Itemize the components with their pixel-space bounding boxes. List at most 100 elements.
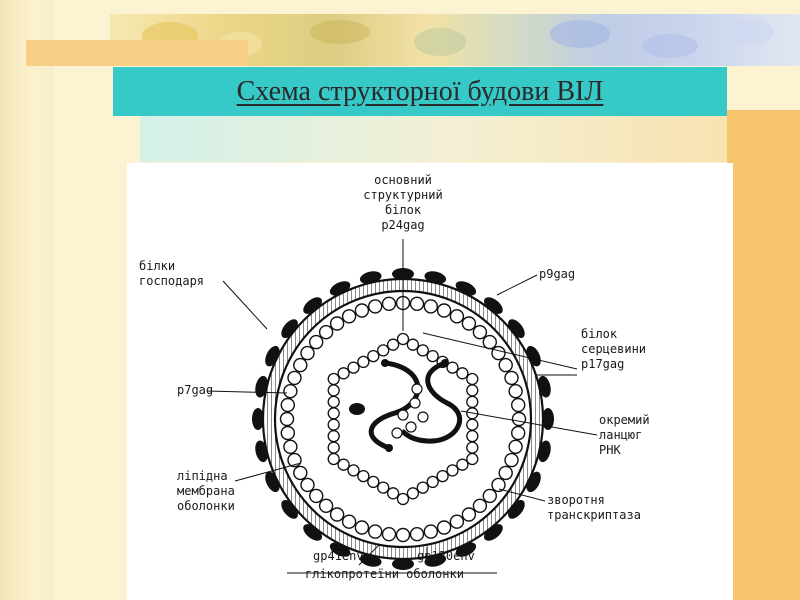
- capsid-bead: [386, 487, 400, 500]
- label-glycoproteins: глікопротеїни оболонки: [305, 567, 464, 581]
- matrix-bead: [308, 334, 324, 350]
- matrix-bead: [436, 520, 452, 535]
- capsid-bead: [327, 384, 340, 397]
- capsid-bead: [466, 395, 479, 409]
- capsid-bead: [466, 418, 479, 431]
- capsid-bead: [406, 338, 420, 351]
- glycoprotein-knobs: [252, 268, 554, 570]
- matrix-bead: [300, 477, 315, 493]
- orange-accent-block: [727, 110, 800, 600]
- glycoprotein-knob: [508, 500, 525, 519]
- matrix-bead: [308, 488, 324, 504]
- glycoprotein-knob: [538, 375, 551, 398]
- glycoprotein-knob: [542, 408, 554, 430]
- capsid-bead: [416, 481, 429, 494]
- matrix-bead: [329, 507, 345, 522]
- glycoprotein-knob: [526, 471, 541, 493]
- capsid-bead: [327, 452, 340, 466]
- capsid-hexagon: [327, 332, 479, 506]
- matrix-bead: [283, 439, 298, 454]
- label-host-proteins: білки господаря: [139, 259, 205, 288]
- matrix-bead: [504, 452, 519, 468]
- glycoprotein-knob: [252, 408, 264, 430]
- hiv-virion-drawing: [206, 239, 598, 574]
- capsid-bead: [456, 367, 469, 380]
- capsid-bead: [416, 344, 429, 357]
- matrix-bead: [482, 334, 497, 350]
- matrix-bead: [508, 439, 523, 454]
- label-p7: p7gag: [177, 383, 214, 397]
- matrix-bead: [280, 425, 296, 441]
- rna-strands: [349, 359, 462, 452]
- matrix-bead: [461, 316, 477, 331]
- capsid-bead: [347, 464, 360, 477]
- glycoprotein-knob: [484, 297, 503, 314]
- matrix-bead: [409, 527, 425, 542]
- matrix-protein-ring: [279, 295, 527, 543]
- glycoprotein-knob: [424, 271, 447, 284]
- capsid-bead: [357, 469, 370, 483]
- matrix-bead: [283, 383, 298, 399]
- capsid-bead: [327, 418, 340, 431]
- matrix-bead: [329, 316, 345, 331]
- label-rna: окремий ланцюг РНК: [599, 413, 650, 457]
- capsid-bead: [327, 429, 340, 443]
- matrix-bead: [449, 309, 465, 324]
- matrix-bead: [423, 524, 438, 539]
- glycoprotein-knob: [281, 319, 298, 338]
- matrix-bead: [511, 397, 526, 413]
- label-gp41: gp41env: [313, 549, 364, 563]
- matrix-bead: [318, 498, 334, 513]
- matrix-bead: [287, 370, 302, 386]
- capsid-bead: [377, 344, 390, 357]
- matrix-bead: [482, 488, 497, 504]
- matrix-bead: [300, 345, 315, 361]
- glycoprotein-knob: [303, 297, 322, 314]
- matrix-bead: [491, 345, 506, 361]
- matrix-bead: [491, 477, 506, 493]
- capsid-bead: [446, 361, 459, 374]
- glycoprotein-knob: [329, 281, 351, 296]
- matrix-bead: [498, 357, 513, 373]
- glycoprotein-knob: [538, 440, 551, 463]
- matrix-bead: [318, 324, 334, 340]
- matrix-bead: [472, 324, 488, 340]
- matrix-bead: [395, 527, 411, 543]
- matrix-bead: [367, 299, 383, 314]
- capsid-bead: [327, 395, 340, 409]
- capsid-bead: [386, 338, 400, 351]
- left-decor-strip: [0, 0, 54, 600]
- glycoprotein-knob: [329, 542, 351, 557]
- matrix-bead: [293, 465, 308, 481]
- matrix-bead: [436, 303, 452, 318]
- glycoprotein-knob: [265, 471, 280, 493]
- title-box: Схема структорної будови ВІЛ: [113, 67, 727, 116]
- matrix-bead: [354, 520, 370, 535]
- capsid-bead: [367, 349, 380, 363]
- matrix-bead: [381, 296, 397, 312]
- capsid-bead: [406, 487, 420, 500]
- matrix-bead: [287, 452, 302, 468]
- matrix-bead: [508, 383, 523, 399]
- matrix-bead: [423, 299, 438, 314]
- label-core-shell: білок серцевини p17gag: [581, 327, 647, 371]
- capsid-bead: [347, 361, 360, 374]
- matrix-bead: [367, 524, 383, 539]
- capsid-bead: [456, 458, 469, 471]
- glycoprotein-knob: [484, 524, 503, 541]
- capsid-bead: [446, 464, 459, 477]
- glycoprotein-knob: [508, 319, 525, 338]
- hiv-structure-diagram: основний структурний білок p24gag білки …: [127, 163, 733, 600]
- glycoprotein-knob: [359, 271, 382, 284]
- capsid-bead: [337, 458, 350, 471]
- capsid-bead: [426, 475, 439, 489]
- glycoprotein-knob: [455, 281, 477, 296]
- glycoprotein-knob: [392, 558, 414, 570]
- capsid-bead: [466, 452, 479, 466]
- matrix-bead: [280, 397, 296, 413]
- matrix-bead: [498, 465, 513, 481]
- glycoprotein-knob: [455, 542, 477, 557]
- matrix-bead: [461, 507, 477, 522]
- glycoprotein-knob: [265, 345, 280, 367]
- glycoprotein-knob: [424, 554, 447, 567]
